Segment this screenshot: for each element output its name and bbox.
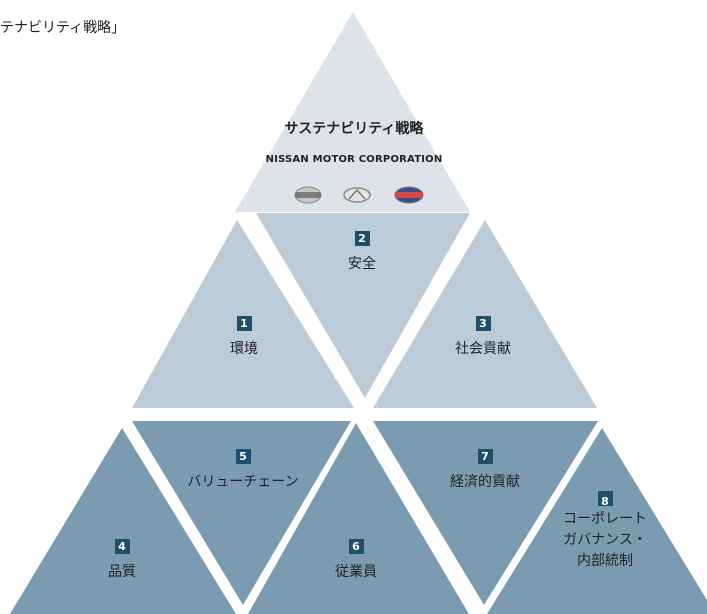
item-governance: 8 コーポレート ガバナンス・ 内部統制: [550, 491, 660, 572]
triangle-3-social: [373, 220, 597, 408]
item-label-line: ガバナンス・: [563, 532, 647, 548]
infiniti-logo: [343, 187, 371, 203]
triangle-8-governance: [487, 428, 707, 614]
triangle-5-value-chain: [132, 421, 351, 605]
item-label-line: コーポレート: [563, 511, 647, 527]
triangle-1-environment: [132, 220, 354, 408]
pyramid-title: サステナビリティ戦略: [284, 121, 424, 137]
triangle-7-economic: [373, 421, 598, 605]
caption: テナビリティ戦略」: [0, 20, 126, 36]
datsun-logo: [394, 186, 424, 204]
item-label: 社会貢献: [455, 341, 511, 357]
corporation-name: NISSAN MOTOR CORPORATION: [265, 154, 443, 165]
triangle-4-quality: [10, 428, 236, 614]
triangle-6-employees: [248, 423, 469, 614]
item-social-contribution: 3 社会貢献: [433, 315, 533, 358]
number-badge: 5: [235, 449, 251, 464]
triangle-2-safety: [256, 213, 470, 398]
item-environment: 1 環境: [204, 315, 284, 358]
number-badge: 4: [114, 539, 130, 554]
item-label: バリューチェーン: [187, 474, 299, 490]
number-badge: 2: [354, 231, 370, 246]
nissan-logo: [294, 186, 322, 204]
top-triangle: [235, 12, 470, 212]
number-badge: 7: [477, 449, 493, 464]
number-badge: 6: [348, 539, 364, 554]
item-safety: 2 安全: [322, 230, 402, 273]
item-label-line: 内部統制: [577, 553, 633, 569]
item-label: 環境: [230, 341, 258, 357]
item-value-chain: 5 バリューチェーン: [168, 448, 318, 491]
item-label: 経済的貢献: [450, 474, 520, 490]
item-label: 品質: [108, 564, 136, 580]
item-employees: 6 従業員: [316, 538, 396, 581]
number-badge: 3: [475, 316, 491, 331]
item-label: 安全: [348, 256, 376, 272]
number-badge: 1: [236, 316, 252, 331]
number-badge: 8: [597, 491, 613, 508]
item-quality: 4 品質: [82, 538, 162, 581]
item-economic-contribution: 7 経済的貢献: [430, 448, 540, 491]
item-label: 従業員: [335, 564, 377, 580]
